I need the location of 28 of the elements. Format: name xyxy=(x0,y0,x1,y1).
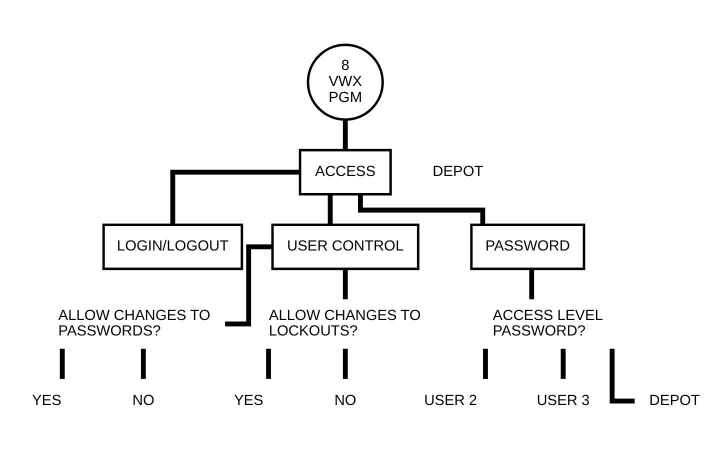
node-text: ALLOW CHANGES TO PASSWORDS? xyxy=(58,308,210,340)
node-box: USER CONTROL xyxy=(271,224,420,270)
connector xyxy=(560,348,566,379)
connector xyxy=(342,120,348,150)
node-box: LOGIN/LOGOUT xyxy=(102,224,244,270)
connector xyxy=(266,348,271,379)
connector xyxy=(342,348,348,379)
connector xyxy=(483,348,488,379)
connector xyxy=(140,348,146,379)
connector xyxy=(170,170,300,224)
connector xyxy=(529,269,534,300)
node-text: YES xyxy=(32,392,62,409)
node-label: DEPOT xyxy=(432,164,484,180)
node-text: ALLOW CHANGES TO LOCKOUTS? xyxy=(268,308,421,340)
node-text: USER 2 xyxy=(424,392,478,409)
node-text: NO xyxy=(132,392,154,409)
node-text: USER 3 xyxy=(536,392,590,409)
connector xyxy=(342,269,348,300)
connector xyxy=(328,194,333,224)
node-circle: 8 VWX PGM xyxy=(306,44,384,121)
node-text: ACCESS LEVEL PASSWORD? xyxy=(492,308,603,340)
node-text: YES xyxy=(234,392,264,409)
connector xyxy=(60,348,65,379)
node-box: ACCESS xyxy=(298,148,392,196)
node-text: DEPOT xyxy=(649,392,700,409)
node-box: PASSWORD xyxy=(470,224,586,270)
connector xyxy=(358,194,486,225)
node-text: NO xyxy=(334,392,356,409)
